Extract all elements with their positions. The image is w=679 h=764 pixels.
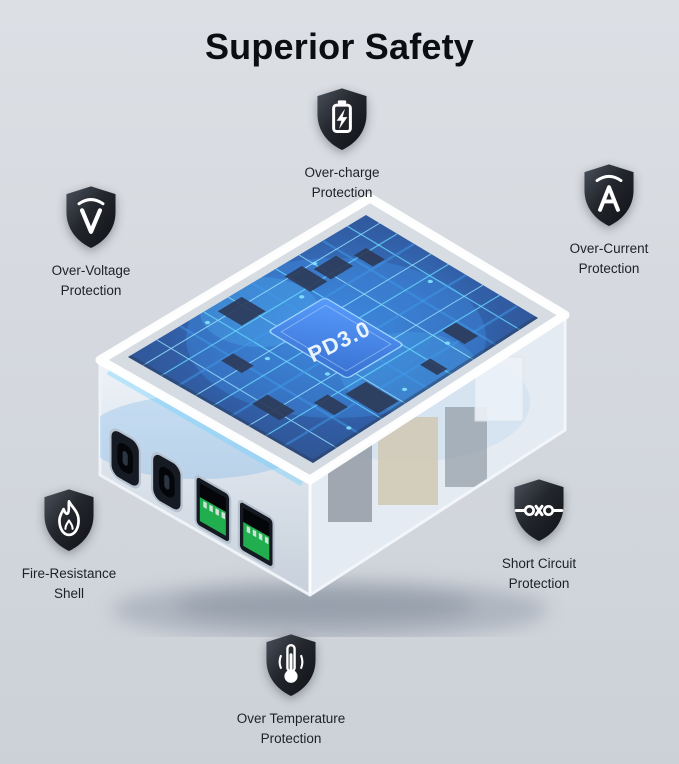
feature-label: Over Temperature Protection: [237, 709, 346, 750]
feature-label-line2: Protection: [60, 283, 122, 299]
feature-label: Fire-Resistance Shell: [22, 564, 117, 605]
voltage-shield-icon: [66, 186, 116, 249]
short-circuit-shield-icon: [514, 479, 564, 542]
feature-label-line1: Over-charge: [304, 165, 380, 180]
usb-port-row: [109, 428, 275, 569]
feature-label: Over-Current Protection: [570, 239, 649, 280]
usb-a-port: [194, 475, 232, 544]
flame-shield-icon: [44, 489, 94, 552]
page-title: Superior Safety: [204, 26, 475, 67]
feature-short-circuit: Short Circuit Protection: [464, 477, 614, 595]
feature-overvoltage: Over-Voltage Protection: [16, 184, 166, 302]
feature-label: Short Circuit Protection: [502, 554, 576, 595]
current-shield-icon: [584, 164, 634, 227]
feature-label: Over-Voltage Protection: [52, 261, 131, 302]
charger-product-image: PD3.0: [95, 193, 570, 637]
feature-overcharge: Over-charge Protection: [267, 86, 417, 204]
battery-shield-icon: [317, 88, 367, 151]
feature-overcurrent: Over-Current Protection: [534, 162, 679, 280]
feature-label-line1: Short Circuit: [501, 556, 577, 571]
feature-label-line1: Fire-Resistance: [21, 566, 117, 581]
feature-label-line2: Protection: [578, 261, 640, 277]
usb-c-port: [150, 452, 183, 513]
feature-label-line2: Shell: [53, 586, 85, 602]
feature-label-line2: Protection: [260, 731, 322, 747]
usb-c-port: [109, 428, 142, 489]
feature-label-line2: Protection: [311, 185, 373, 201]
thermometer-shield-icon: [266, 634, 316, 697]
feature-label-line1: Over-Voltage: [51, 263, 131, 278]
feature-label-line1: Over Temperature: [236, 711, 346, 726]
usb-a-port: [237, 499, 275, 569]
feature-label-line2: Protection: [508, 576, 570, 592]
feature-fire-resistance: Fire-Resistance Shell: [0, 487, 144, 605]
feature-label: Over-charge Protection: [304, 163, 379, 204]
feature-over-temperature: Over Temperature Protection: [216, 632, 366, 750]
feature-label-line1: Over-Current: [569, 241, 649, 256]
